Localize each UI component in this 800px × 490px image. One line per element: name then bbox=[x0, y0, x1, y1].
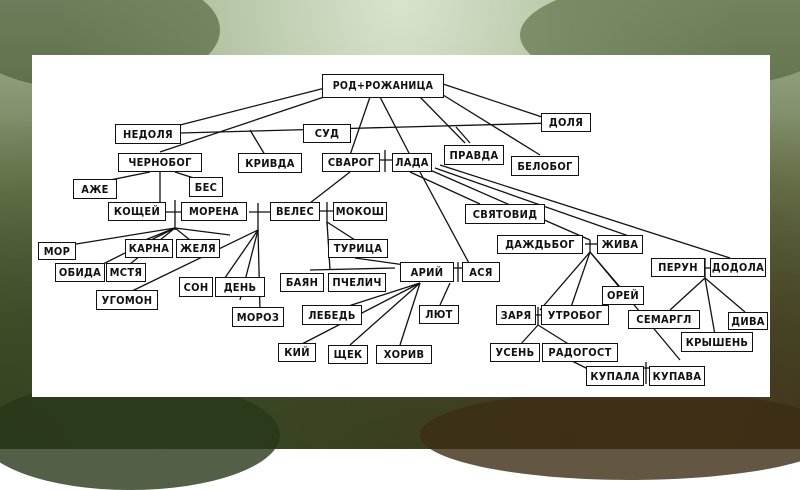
node-dodola: ДОДОЛА bbox=[710, 258, 766, 277]
node-svyatovid: СВЯТОВИД bbox=[465, 204, 545, 224]
node-zhelya: ЖЕЛЯ bbox=[176, 239, 220, 258]
node-turitsa: ТУРИЦА bbox=[328, 239, 388, 258]
node-lyut: ЛЮТ bbox=[419, 305, 459, 324]
node-mstya: МСТЯ bbox=[106, 263, 146, 282]
node-zarya: ЗАРЯ bbox=[496, 305, 536, 325]
node-krivda: КРИВДА bbox=[238, 153, 302, 173]
node-chernobog: ЧЕРНОБОГ bbox=[118, 153, 202, 172]
node-baili: БАЯН bbox=[280, 273, 324, 292]
node-radogost: РАДОГОСТ bbox=[542, 343, 618, 362]
node-kii: КИЙ bbox=[278, 343, 316, 362]
node-mokosh: МОКОШ bbox=[333, 202, 387, 221]
node-usen: УСЕНЬ bbox=[490, 343, 540, 362]
node-lebed: ЛЕБЕДЬ bbox=[302, 305, 362, 325]
node-lada: ЛАДА bbox=[392, 153, 432, 172]
node-den: ДЕНЬ bbox=[215, 277, 265, 297]
node-nedola: НЕДОЛЯ bbox=[115, 124, 181, 144]
node-bes: БЕС bbox=[189, 177, 223, 197]
node-moroz: МОРОЗ bbox=[232, 307, 284, 327]
node-belobog: БЕЛОБОГ bbox=[511, 156, 579, 176]
node-pravda: ПРАВДА bbox=[444, 145, 504, 165]
node-pchelich: ПЧЕЛИЧ bbox=[328, 273, 386, 292]
node-sud: СУД bbox=[303, 124, 351, 143]
node-semargl: СЕМАРГЛ bbox=[628, 310, 700, 329]
node-ariy: АРИЙ bbox=[400, 262, 454, 282]
node-perun: ПЕРУН bbox=[651, 258, 705, 277]
node-shchek: ЩЕК bbox=[328, 345, 368, 364]
node-svarog: СВАРОГ bbox=[322, 153, 380, 172]
node-khoriv: ХОРИВ bbox=[376, 345, 432, 364]
node-utrobog: УТРОБОГ bbox=[541, 305, 609, 325]
node-dolya: ДОЛЯ bbox=[541, 113, 591, 132]
node-son: СОН bbox=[179, 277, 213, 297]
node-asya: АСЯ bbox=[462, 262, 500, 282]
node-kupava: КУПАВА bbox=[649, 366, 705, 386]
node-veles: ВЕЛЕС bbox=[270, 202, 320, 221]
node-rod: РОД+РОЖАНИЦА bbox=[322, 74, 444, 98]
node-karna: КАРНА bbox=[125, 239, 173, 258]
node-obida: ОБИДА bbox=[55, 263, 105, 282]
node-orei: ОРЕЙ bbox=[602, 286, 644, 305]
node-zhiva: ЖИВА bbox=[597, 235, 643, 254]
node-dazhdbog: ДАЖДЬБОГ bbox=[497, 235, 583, 254]
node-kupala: КУПАЛА bbox=[586, 366, 644, 386]
node-morena: МОРЕНА bbox=[181, 202, 247, 221]
node-krysen: КРЫШЕНЬ bbox=[681, 332, 753, 352]
node-azhe: АЖЕ bbox=[73, 179, 117, 199]
node-mor: МОР bbox=[38, 242, 76, 260]
node-ugomon: УГОМОН bbox=[96, 290, 158, 310]
node-diva: ДИВА bbox=[728, 312, 768, 330]
node-koshchei: КОЩЕЙ bbox=[108, 202, 166, 221]
